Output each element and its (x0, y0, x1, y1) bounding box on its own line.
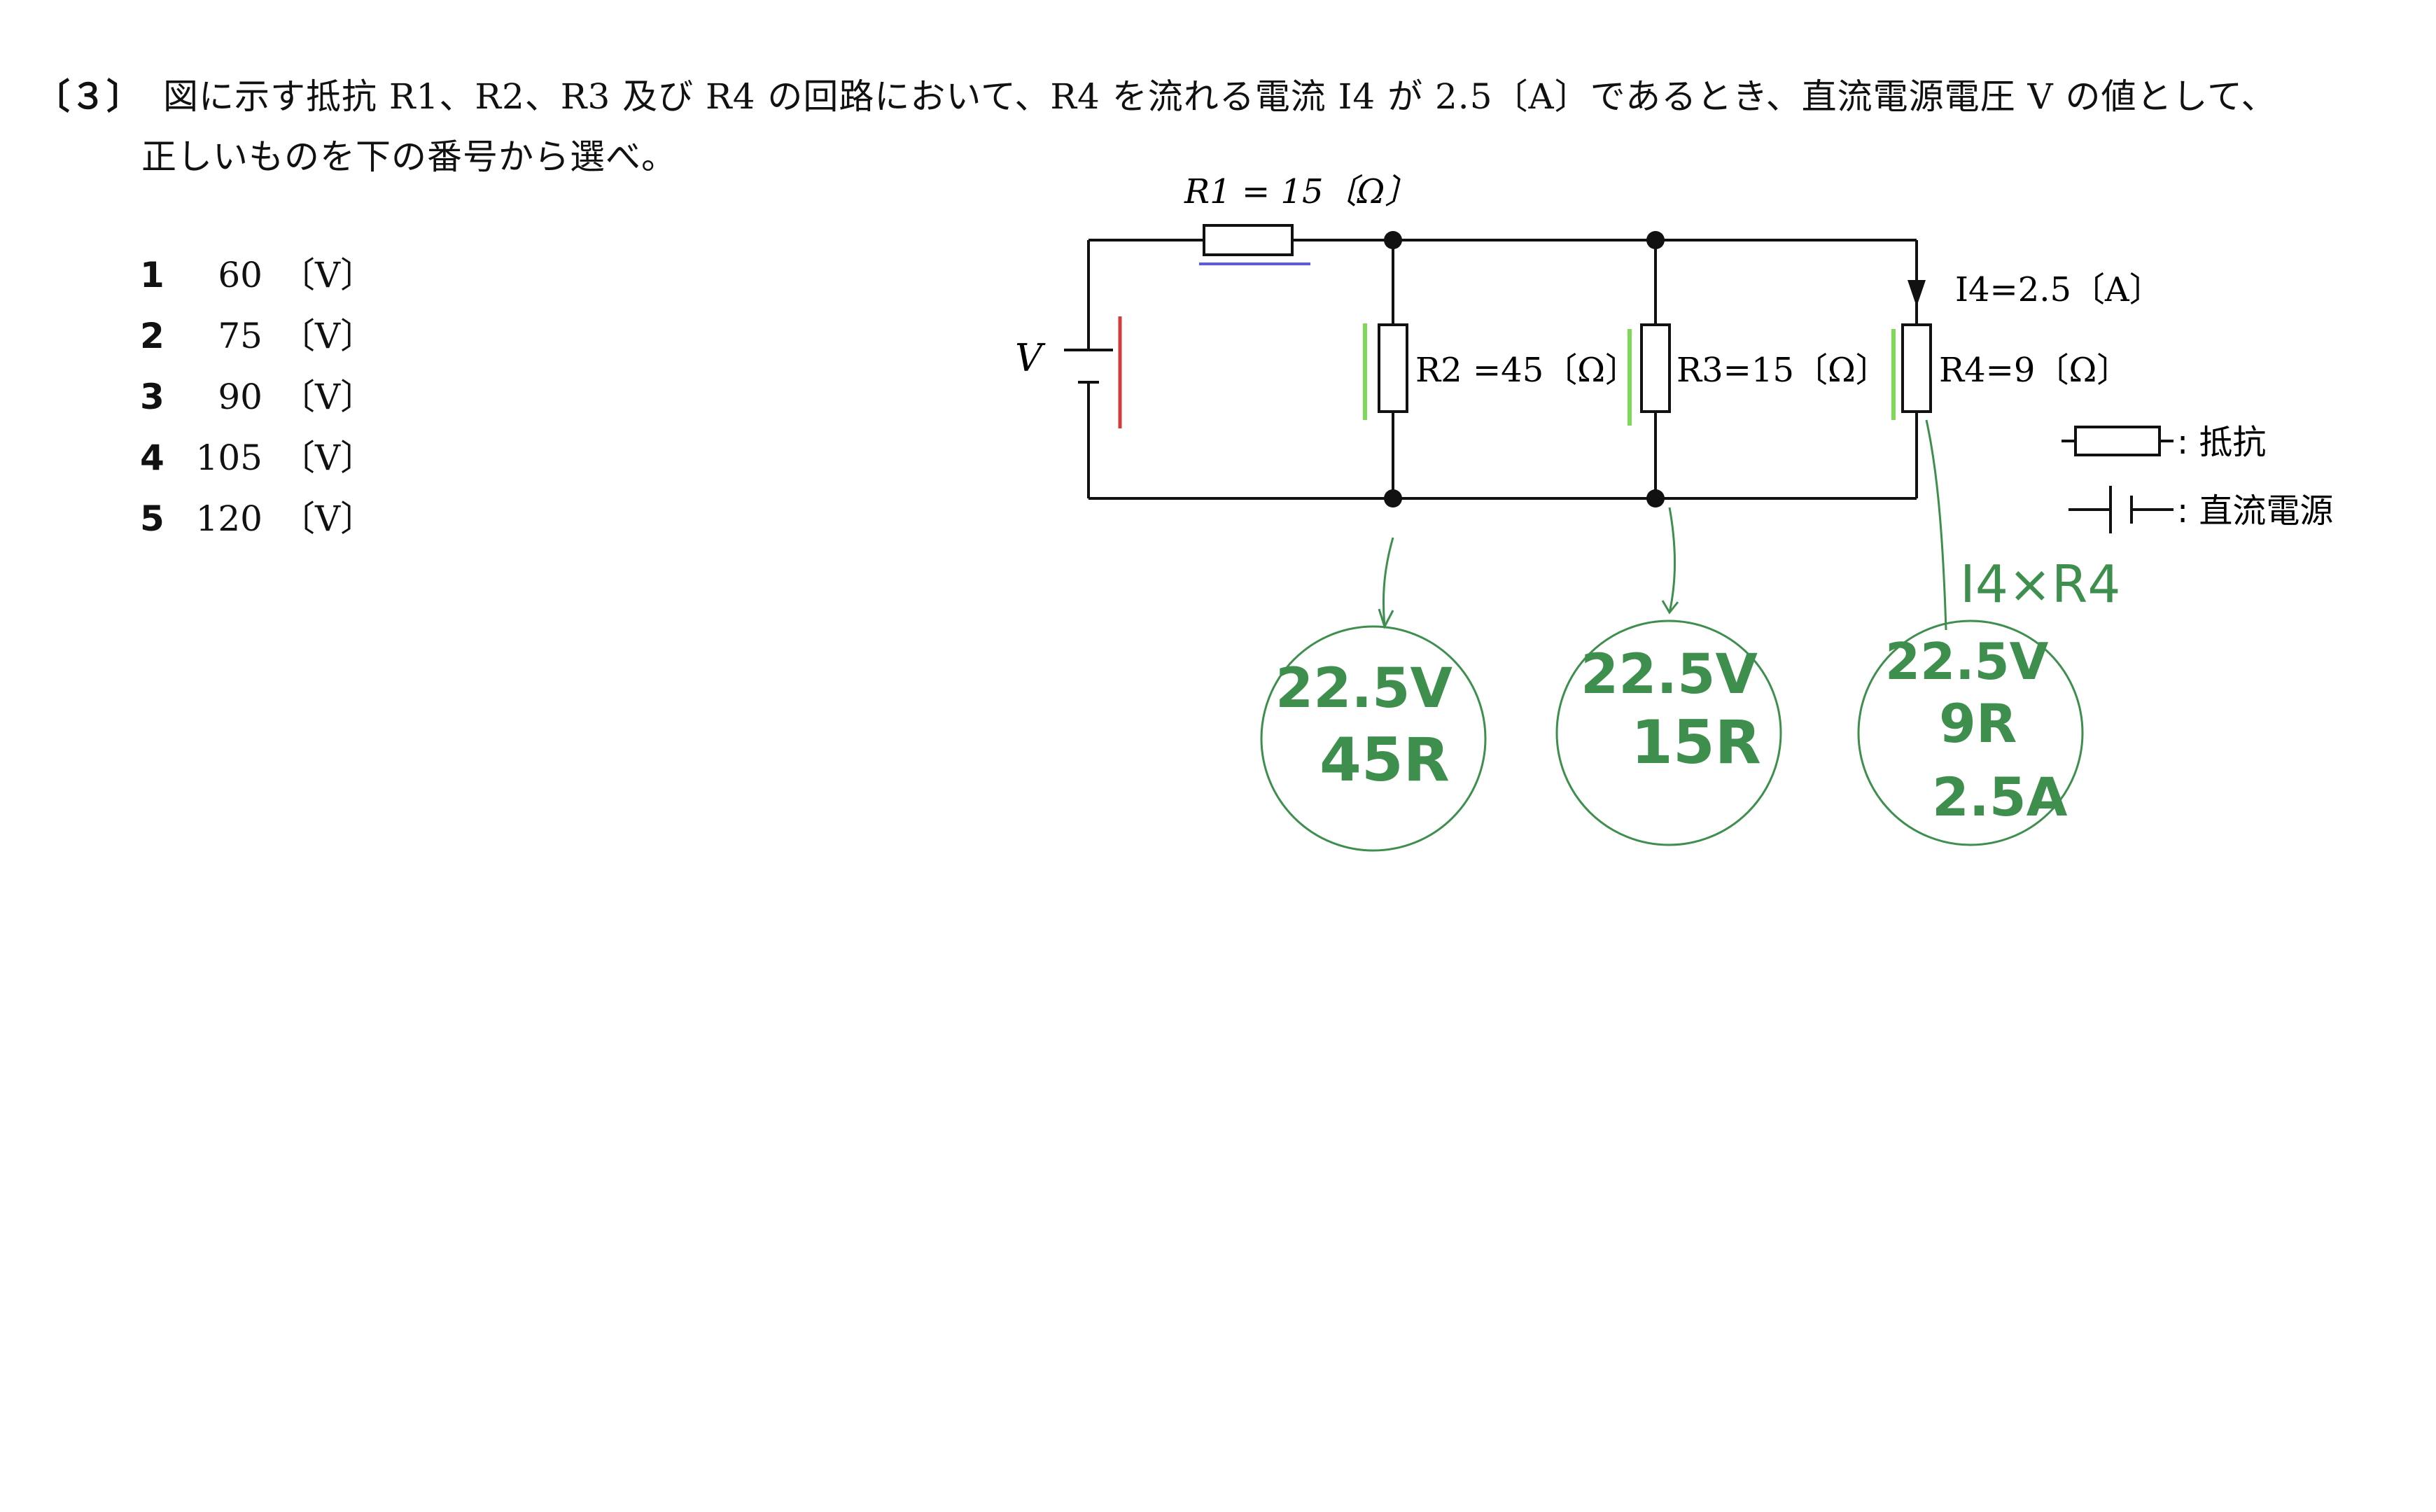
label-r4: R4=9〔Ω〕 (1939, 351, 2130, 390)
arrow-head-1 (1378, 608, 1394, 629)
junction-dot (1646, 489, 1665, 507)
resistor-r2 (1378, 323, 1408, 413)
resistor-r3 (1640, 323, 1671, 413)
choice-value: 105 (195, 438, 262, 478)
question-line-1: 図に示す抵抗 R1、R2、R3 及び R4 の回路において、R4 を流れる電流 … (163, 76, 2277, 117)
choice-value: 75 (218, 316, 262, 356)
choice-number: 1 (140, 255, 164, 295)
label-r3: R3=15〔Ω〕 (1676, 351, 1889, 390)
note-circle-3 (1857, 620, 2084, 846)
choice-unit: 〔V〕 (280, 438, 376, 478)
choice-value: 120 (195, 498, 262, 539)
choice-value: 60 (218, 255, 262, 295)
legend-resistor-text: : 抵抗 (2177, 423, 2266, 462)
question-line-2: 正しいものを下の番号から選べ。 (141, 136, 677, 177)
question-number: 〔３〕 (35, 76, 142, 117)
resistor-r1 (1203, 224, 1294, 256)
note-circle-1-line-2: 45R (1320, 725, 1450, 795)
junction-dot (1384, 489, 1402, 507)
choice-number: 4 (140, 438, 164, 478)
label-i4: I4=2.5〔A〕 (1955, 270, 2163, 309)
legend-resistor-symbol (2062, 426, 2174, 456)
choice-unit: 〔V〕 (280, 316, 376, 356)
choice-number: 2 (140, 316, 164, 356)
note-circle-1-line-1: 22.5V (1275, 657, 1452, 720)
note-formula: I4×R4 (1960, 554, 2120, 615)
arrow-to-circle-1 (1382, 537, 1394, 627)
arrow-to-circle-3 (1925, 419, 1947, 631)
note-circle-1 (1260, 625, 1487, 852)
arrow-to-circle-2 (1668, 507, 1676, 613)
choice-value: 90 (218, 377, 262, 417)
current-arrow-icon (1907, 280, 1926, 307)
choice-unit: 〔V〕 (280, 377, 376, 417)
choice-unit: 〔V〕 (280, 498, 376, 539)
label-v: V (1015, 336, 1046, 380)
choice-unit: 〔V〕 (280, 255, 376, 295)
junction-dot (1384, 231, 1402, 249)
note-circle-3-line-3: 2.5A (1932, 766, 2068, 828)
label-r1: R1 = 15〔Ω〕 (1184, 172, 1418, 211)
junction-dot (1646, 231, 1665, 249)
note-circle-3-line-1: 22.5V (1885, 632, 2049, 691)
circuit-wires (1087, 239, 1918, 500)
note-circle-3-line-2: 9R (1939, 692, 2017, 755)
legend-source-text: : 直流電源 (2177, 491, 2333, 531)
choice-number: 5 (140, 498, 164, 539)
question-text: 〔３〕図に示す抵抗 R1、R2、R3 及び R4 の回路において、R4 を流れる… (35, 66, 2401, 177)
arrow-head-2 (1661, 600, 1679, 615)
handwritten-arrows (1378, 419, 1947, 631)
note-circle-2-line-2: 15R (1631, 708, 1761, 778)
choice-number: 3 (140, 377, 164, 417)
resistor-r4 (1901, 323, 1932, 413)
note-circle-2 (1555, 620, 1782, 846)
legend-source-symbol (2068, 486, 2174, 533)
note-circle-2-line-1: 22.5V (1581, 643, 1758, 706)
label-r2: R2 =45〔Ω〕 (1415, 351, 1639, 390)
